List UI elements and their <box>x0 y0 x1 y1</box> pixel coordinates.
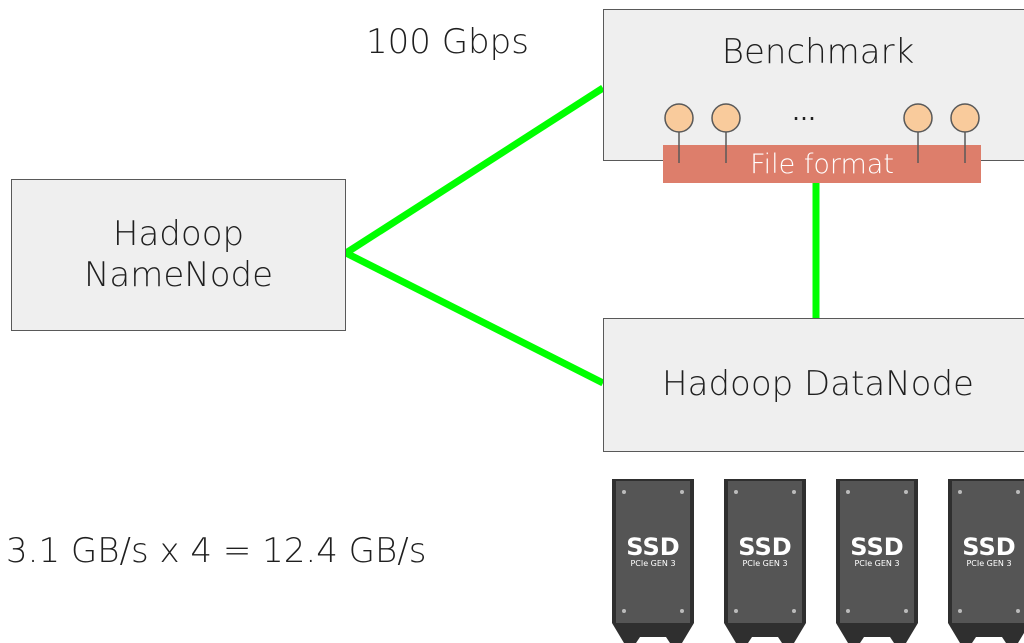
ssd-drive-icon: SSD PCIe GEN 3 <box>832 475 922 643</box>
ssd-interface: PCIe GEN 3 <box>854 559 900 568</box>
hadoop-datanode-box: Hadoop DataNode <box>603 318 1024 452</box>
ssd-brand: SSD <box>962 533 1016 561</box>
file-format-label: File format <box>750 148 894 180</box>
link-namenode-datanode <box>344 249 605 387</box>
hadoop-namenode-box: Hadoop NameNode <box>11 179 346 331</box>
ssd-throughput-label: 3.1 GB/s x 4 = 12.4 GB/s <box>6 531 427 571</box>
benchmark-label: Benchmark <box>721 32 915 72</box>
reader-pin-1 <box>664 103 694 163</box>
reader-ellipsis: … <box>792 98 816 126</box>
ssd-drive-icon: SSD PCIe GEN 3 <box>944 475 1024 643</box>
datanode-label: Hadoop DataNode <box>662 364 974 405</box>
ssd-interface: PCIe GEN 3 <box>742 559 788 568</box>
ssd-drive-icon: SSD PCIe GEN 3 <box>608 475 698 643</box>
link-namenode-benchmark <box>344 85 605 256</box>
ssd-interface: PCIe GEN 3 <box>630 559 676 568</box>
namenode-label: Hadoop NameNode <box>83 213 274 295</box>
reader-pin-4 <box>950 103 980 163</box>
benchmark-box: Benchmark <box>603 9 1024 161</box>
ssd-interface: PCIe GEN 3 <box>966 559 1012 568</box>
ssd-brand: SSD <box>626 533 680 561</box>
reader-pin-3 <box>903 103 933 163</box>
ssd-brand: SSD <box>850 533 904 561</box>
file-format-bar: File format <box>663 145 981 183</box>
link-speed-label: 100 Gbps <box>366 22 529 62</box>
reader-pin-2 <box>711 103 741 163</box>
ssd-drive-icon: SSD PCIe GEN 3 <box>720 475 810 643</box>
ssd-brand: SSD <box>738 533 792 561</box>
